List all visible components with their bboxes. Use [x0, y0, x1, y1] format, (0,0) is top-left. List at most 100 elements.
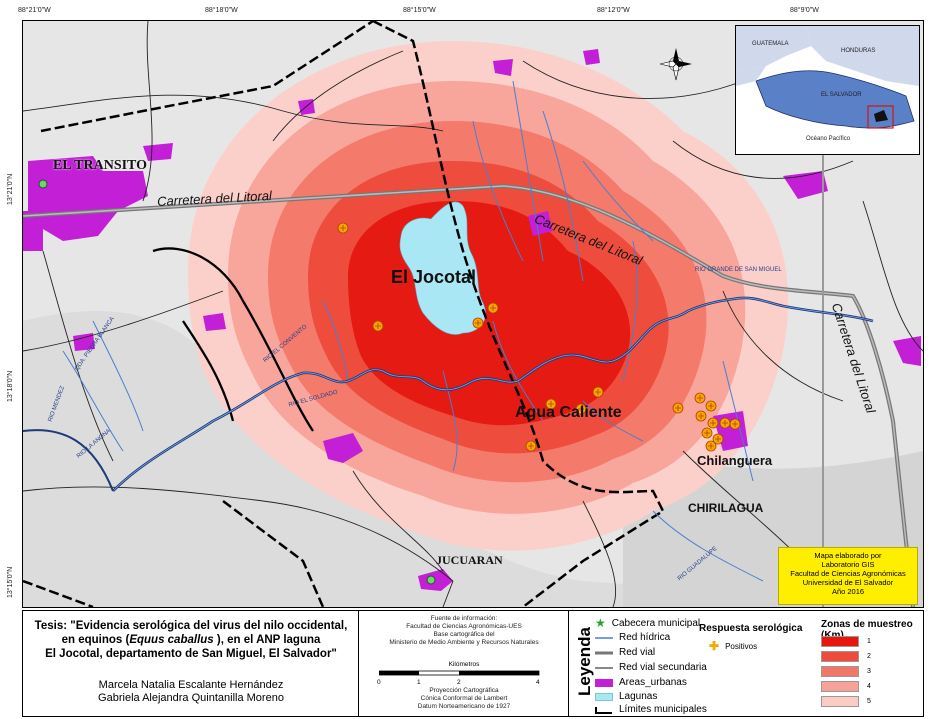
map-svg — [23, 21, 923, 607]
source-line: Fuente de información: — [430, 615, 498, 622]
legend-box: Leyenda ★ Cabecera municipal Red hídrica… — [569, 611, 923, 716]
cabecera-el-transito[interactable] — [38, 179, 48, 189]
positive-marker — [729, 418, 741, 430]
projection-line: Datum Norteamericano de 1927 — [417, 703, 511, 710]
scale-tick: 0 — [377, 679, 381, 686]
thesis-line: El Jocotal, departamento de San Miguel, … — [45, 648, 337, 660]
positive-marker — [672, 402, 684, 414]
legend-label: Positivos — [725, 641, 758, 651]
municipal-limits — [40, 21, 665, 607]
credit-box: Mapa elaborado por Laboratorio GIS Facul… — [778, 547, 918, 605]
scale-tick: 2 — [457, 679, 461, 686]
positive-marker — [694, 392, 706, 404]
zone-label: 3 — [867, 668, 871, 675]
coord-top-1: 88°21'0"W — [18, 7, 51, 14]
legend-areas-urbanas: Areas_urbanas — [595, 677, 687, 688]
thesis-text: en equinos ( — [61, 634, 130, 646]
credit-line: Universidad de El Salvador — [802, 578, 894, 587]
legend-positivos: ✚ Positivos — [709, 639, 757, 653]
coord-left-3: 13°15'0"N — [7, 566, 14, 598]
positive-marker — [575, 403, 587, 415]
zone-row: 3 — [821, 666, 871, 677]
positive-marker — [707, 417, 719, 429]
zone-row: 4 — [821, 681, 871, 692]
scale-ticks: 0 1 2 4 — [377, 679, 549, 688]
zone-label: 5 — [867, 698, 871, 705]
zone-row: 5 — [821, 696, 871, 707]
source-line: Base cartográfica del — [433, 631, 495, 638]
credit-line: Mapa elaborado por — [814, 551, 882, 560]
legend-label: Red vial — [619, 647, 656, 658]
legend-label: Límites municipales — [619, 704, 707, 715]
legend-title: Leyenda — [575, 627, 594, 696]
boundary-line-icon — [595, 706, 613, 714]
legend-panel: Tesis: "Evidencia serológica del virus d… — [22, 610, 924, 717]
positive-marker — [487, 302, 499, 314]
positive-marker — [472, 317, 484, 329]
positive-markers — [337, 222, 741, 452]
zone-swatch — [821, 666, 859, 677]
label-agua-caliente: Agua Caliente — [515, 404, 622, 421]
scale-tick: 4 — [536, 679, 540, 686]
scale-bar: Kilómetros 0 1 2 4 — [377, 661, 549, 688]
author-name: Gabriela Alejandra Quintanilla Moreno — [98, 692, 284, 704]
positive-marker — [525, 440, 537, 452]
zone-row: 2 — [821, 651, 871, 662]
inset-map[interactable]: GUATEMALA HONDURAS EL SALVADOR Océano Pa… — [735, 25, 920, 155]
sources-text: Fuente de información: Facultad de Cienc… — [359, 615, 569, 647]
zone-label: 4 — [867, 683, 871, 690]
zone-swatch — [821, 696, 859, 707]
source-line: Facultad de Ciencias Agronómicas-UES — [406, 623, 522, 630]
positive-marker — [545, 398, 557, 410]
lagoon-swatch-icon — [595, 692, 613, 701]
legend-label: Red hídrica — [619, 632, 671, 643]
urban-area-swatch-icon — [595, 678, 613, 687]
legend-label: Red vial secundaria — [619, 662, 707, 673]
positive-marker — [592, 386, 604, 398]
thesis-box: Tesis: "Evidencia serológica del virus d… — [23, 611, 359, 716]
serology-title: Respuesta serológica — [699, 623, 803, 634]
label-chirilagua: CHIRILAGUA — [688, 501, 764, 515]
thesis-text: ), en el ANP laguna — [213, 634, 321, 646]
thesis-title: Tesis: "Evidencia serológica del virus d… — [31, 619, 351, 661]
road-line-icon — [595, 649, 613, 657]
projection-text: Proyección Cartográfica Cónica Conformal… — [359, 687, 569, 711]
sources-box: Fuente de información: Facultad de Cienc… — [359, 611, 569, 716]
coord-left-2: 13°18'0"N — [7, 370, 14, 402]
positive-marker — [695, 410, 707, 422]
municipal-limits-solid — [152, 247, 314, 432]
zones-title: Zonas de muestreo (Km) — [821, 619, 913, 641]
cabecera-jucuaran[interactable] — [426, 575, 436, 585]
star-icon: ★ — [595, 616, 606, 630]
north-arrow-icon — [659, 48, 692, 81]
zone-swatch — [821, 681, 859, 692]
positive-marker — [705, 440, 717, 452]
legend-label: Cabecera municipal — [611, 617, 701, 629]
coord-left-1: 13°21'0"N — [7, 173, 14, 205]
legend-red-hidrica: Red hídrica — [595, 632, 670, 643]
laguna-el-jocotal — [399, 201, 486, 335]
positive-marker — [719, 417, 731, 429]
inset-label-pacific: Océano Pacífico — [806, 136, 851, 142]
positive-marker — [701, 427, 713, 439]
legend-red-vial-sec: Red vial secundaria — [595, 662, 707, 673]
zone-label: 2 — [867, 653, 871, 660]
coord-top-3: 88°15'0"W — [403, 7, 436, 14]
author-name: Marcela Natalia Escalante Hernández — [98, 679, 284, 691]
coord-top-5: 88°9'0"W — [790, 7, 819, 14]
inset-svg — [736, 26, 919, 154]
thesis-species: Equus caballus — [129, 634, 214, 646]
label-chilanguera: Chilanguera — [697, 453, 773, 468]
legend-cabecera: ★ Cabecera municipal — [595, 616, 700, 630]
map-canvas[interactable]: EL TRANSITO El Jocotal Agua Caliente Chi… — [22, 20, 924, 608]
inset-label-guatemala: GUATEMALA — [752, 41, 789, 47]
legend-label: Areas_urbanas — [619, 677, 687, 688]
coord-top-4: 88°12'0"W — [597, 7, 630, 14]
zone-swatch — [821, 636, 859, 647]
river-label-grande: RIO GRANDE DE SAN MIGUEL — [695, 267, 782, 273]
positive-marker — [337, 222, 349, 234]
credit-line: Facultad de Ciencias Agronómicas — [790, 569, 906, 578]
projection-line: Proyección Cartográfica — [429, 687, 499, 694]
inset-label-el-salvador: EL SALVADOR — [821, 92, 862, 98]
